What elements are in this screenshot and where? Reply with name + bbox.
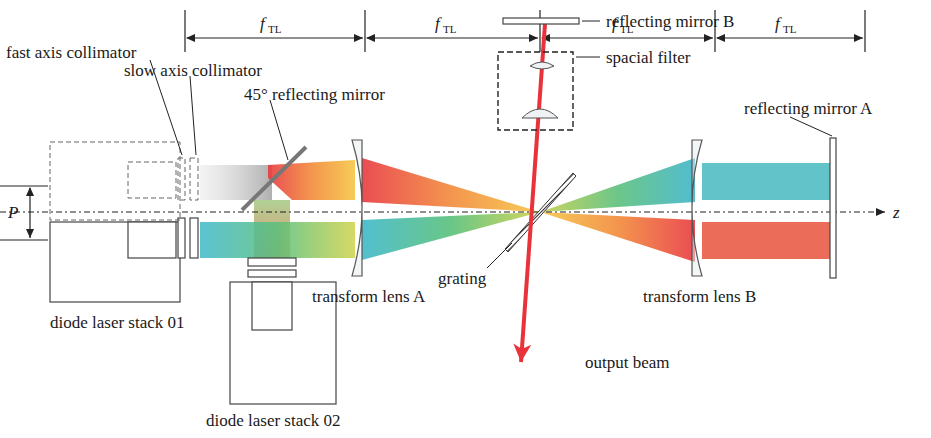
part-label: output beam — [585, 354, 670, 371]
part-label: diode laser stack 02 — [206, 412, 341, 429]
part-label: reflecting mirror A — [744, 100, 872, 117]
dimension-subscript: TL — [443, 24, 456, 35]
dimension-symbol: f — [435, 15, 440, 32]
part-label: transform lens A — [312, 288, 425, 305]
dimension-symbol: f — [775, 15, 780, 32]
part-label: grating — [438, 270, 486, 287]
part-label: slow axis collimator — [124, 62, 262, 79]
dimension-subscript: TL — [783, 24, 796, 35]
dimension-subscript: TL — [268, 24, 281, 35]
part-label: transform lens B — [643, 288, 756, 305]
part-label: 45° reflecting mirror — [244, 86, 385, 103]
axis-label: z — [893, 204, 900, 221]
part-label: spacial filter — [606, 49, 691, 66]
dimension-label: P — [8, 204, 18, 221]
part-label: fast axis collimator — [6, 44, 136, 61]
dimension-symbol: f — [260, 15, 265, 32]
part-label: reflecting mirror B — [606, 13, 734, 30]
part-label: diode laser stack 01 — [50, 314, 185, 331]
